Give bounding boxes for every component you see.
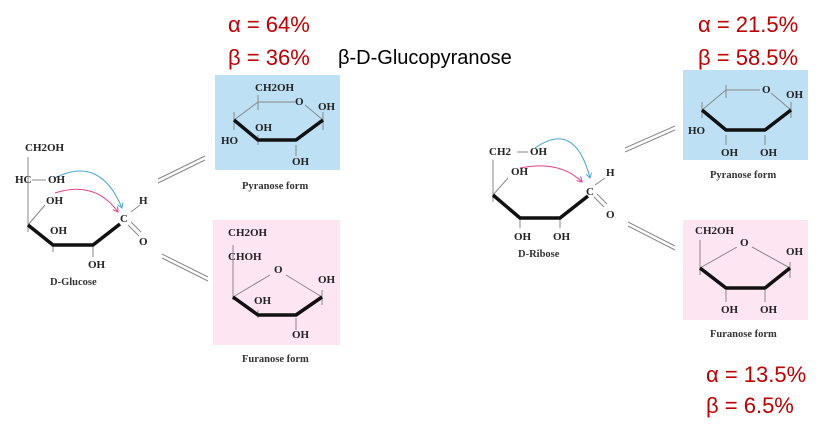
glucose-oh-top: OH [48,174,66,186]
rf-oh-b1: OH [721,304,739,316]
rp-oh-right: OH [786,89,804,101]
rp-caption: Pyranose form [710,170,777,181]
ribose-pyranose-alpha: α = 21.5% [698,12,799,37]
ribose-oh-ring: OH [511,166,529,178]
gf-oh-right: OH [318,274,336,286]
glucose-beta-percent: β = 36% [228,45,310,70]
gf-ch2oh: CH2OH [228,227,268,239]
gp-oh-bottom: OH [292,156,310,168]
gp-oh-mid: OH [255,122,273,134]
gf-oh-mid: OH [254,295,272,307]
glucose-oh-bottom: OH [88,259,106,271]
glucose-oh-mid: OH [46,195,64,207]
rf-o: O [740,237,749,249]
ribose-h: H [606,167,615,179]
glucose-h: H [139,195,148,207]
glucose-c: C [120,213,128,225]
glucose-o: O [139,236,148,248]
ribose-name: D-Ribose [518,249,560,260]
rp-o: O [762,84,771,96]
glucose-oh-ring: OH [50,225,68,237]
ribose-ch2: CH2 [489,146,511,158]
gp-o: O [295,96,304,108]
ribose-oh-top: OH [530,146,548,158]
ribose-o: O [606,209,615,221]
ribose-oh-b2: OH [553,231,571,243]
gf-caption: Furanose form [242,354,309,365]
gp-oh-right: OH [318,101,336,113]
glucose-name: D-Glucose [50,277,97,288]
gp-ch2oh: CH2OH [255,82,295,94]
ribose-oh-b1: OH [514,231,532,243]
gf-oh-bottom: OH [292,329,310,341]
glucose-ch2oh: CH2OH [25,142,65,154]
gf-chohr: CHOH [228,251,262,263]
ribose-c: C [586,186,594,198]
rf-oh-right: OH [786,246,804,258]
gp-caption: Pyranose form [242,181,309,192]
rp-oh-b1: OH [721,147,739,159]
rp-oh-b2: OH [760,147,778,159]
gp-ho-left: HO [221,135,239,147]
ribose-furanose-alpha: α = 13.5% [706,362,807,387]
rf-caption: Furanose form [710,329,777,340]
rf-oh-b2: OH [760,304,778,316]
glucose-alpha-percent: α = 64% [228,12,310,37]
ribose-pyranose-beta: β = 58.5% [698,45,799,70]
rf-ch2oh: CH2OH [695,225,735,237]
beta-d-glucopyranose-label: β-D-Glucopyranose [338,47,512,69]
rp-ho-left: HO [688,125,706,137]
gf-o: O [274,264,283,276]
ribose-furanose-beta: β = 6.5% [706,393,794,418]
glucose-hc: HC [15,174,32,186]
glucose-furanose-box [213,220,340,345]
